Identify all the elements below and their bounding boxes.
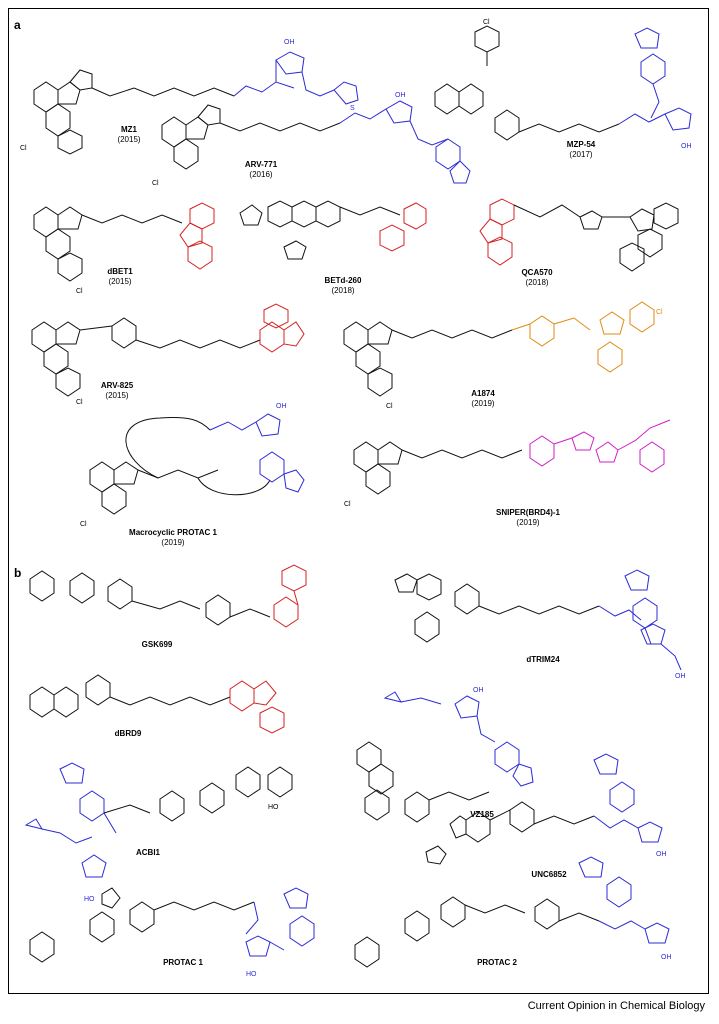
- structure-sniper-brd4-1: Cl: [344, 419, 671, 508]
- label-acbi1: ACBI1: [135, 848, 161, 857]
- svg-text:Cl: Cl: [76, 288, 83, 295]
- svg-text:OH: OH: [276, 403, 287, 410]
- svg-text:Cl: Cl: [344, 501, 351, 508]
- svg-text:S: S: [350, 105, 355, 112]
- structure-macrocyclic-protac1: Cl OH: [80, 403, 305, 528]
- svg-text:OH: OH: [656, 851, 667, 858]
- svg-text:OH: OH: [284, 39, 295, 46]
- svg-text:Cl: Cl: [152, 180, 159, 187]
- label-dbrd9: dBRD9: [114, 729, 142, 738]
- svg-text:Cl: Cl: [386, 403, 393, 410]
- panel-label-a: a: [14, 18, 21, 32]
- label-protac2: PROTAC 2: [477, 958, 517, 967]
- svg-text:Cl: Cl: [20, 145, 27, 152]
- structure-dbrd9: [29, 674, 285, 734]
- svg-text:OH: OH: [675, 673, 686, 680]
- structure-a1874: Cl Cl: [343, 301, 663, 410]
- label-arv825: ARV-825(2015): [100, 381, 134, 400]
- panel-label-b: b: [14, 566, 22, 580]
- structure-betd260: [239, 200, 427, 260]
- structure-unc6852: OH: [425, 753, 667, 865]
- label-protac1: PROTAC 1: [163, 958, 203, 967]
- svg-text:HO: HO: [268, 804, 279, 811]
- structure-arv825: Cl: [31, 303, 305, 406]
- svg-text:HO: HO: [246, 971, 257, 978]
- label-dbet1: dBET1(2015): [107, 267, 133, 286]
- label-unc6852: UNC6852: [531, 870, 567, 879]
- svg-text:HO: HO: [84, 896, 95, 903]
- structure-dbet1: Cl: [33, 202, 215, 295]
- structure-protac1: HO: [29, 887, 315, 978]
- svg-text:OH: OH: [661, 954, 672, 961]
- structure-vz185: OH: [356, 687, 534, 823]
- structure-acbi1: HO HO: [24, 762, 293, 903]
- label-mzp54: MZP-54(2017): [566, 140, 596, 159]
- structure-mzp54: Cl OH: [434, 19, 692, 150]
- journal-footer: Current Opinion in Chemical Biology: [527, 1000, 705, 1012]
- svg-text:OH: OH: [395, 92, 406, 99]
- label-qca570: QCA570(2018): [521, 268, 553, 287]
- label-gsk699: GSK699: [141, 640, 173, 649]
- structure-dtrim24: OH: [394, 569, 686, 680]
- label-macrocyclic-protac1: Macrocyclic PROTAC 1(2019): [129, 528, 217, 547]
- svg-text:Cl: Cl: [483, 19, 490, 26]
- label-betd260: BETd-260(2018): [324, 276, 362, 295]
- label-mz1: MZ1(2015): [117, 125, 141, 144]
- structure-arv771: Cl OH: [152, 92, 471, 187]
- figure-frame: [8, 8, 709, 994]
- structure-qca570: [479, 198, 679, 272]
- label-dtrim24: dTRIM24: [526, 655, 560, 664]
- structure-mz1: Cl OH S: [20, 39, 359, 155]
- structure-protac2: OH: [354, 856, 672, 968]
- structure-gsk699: [29, 564, 307, 628]
- svg-text:OH: OH: [681, 143, 692, 150]
- label-arv771: ARV-771(2016): [244, 160, 278, 179]
- svg-text:Cl: Cl: [80, 521, 87, 528]
- label-a1874: A1874(2019): [471, 389, 495, 408]
- svg-text:OH: OH: [473, 687, 484, 694]
- svg-text:Cl: Cl: [76, 399, 83, 406]
- svg-text:Cl: Cl: [656, 309, 663, 316]
- label-sniper-brd4-1: SNIPER(BRD4)-1(2019): [495, 508, 561, 527]
